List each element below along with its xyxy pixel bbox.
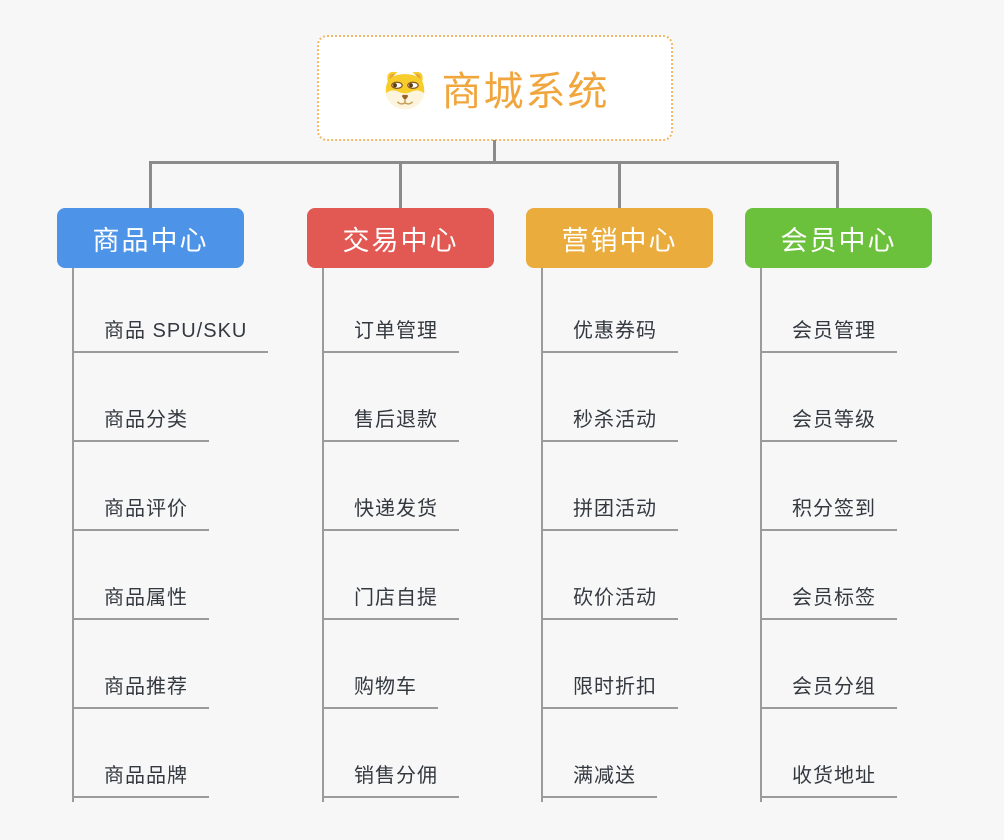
leaf-node[interactable]: 优惠券码 — [541, 268, 678, 353]
leaf-node[interactable]: 商品品牌 — [72, 709, 209, 798]
leaf-node[interactable]: 会员分组 — [760, 620, 897, 709]
branch-vertical-line — [72, 268, 74, 802]
leaf-node[interactable]: 砍价活动 — [541, 531, 678, 620]
branch-node-trade-center[interactable]: 交易中心 — [307, 208, 494, 268]
root-node[interactable]: 商城系统 — [317, 35, 673, 141]
leaf-node[interactable]: 秒杀活动 — [541, 353, 678, 442]
branch-title: 营销中心 — [561, 225, 678, 256]
branch-vertical-line — [322, 268, 324, 802]
leaf-node[interactable]: 快递发货 — [322, 442, 459, 531]
leaf-node[interactable]: 门店自提 — [322, 531, 459, 620]
leaf-node[interactable]: 会员管理 — [760, 268, 897, 353]
branch-items-member-center: 会员管理 会员等级 积分签到 会员标签 会员分组 收货地址 — [760, 268, 897, 798]
branch-title: 交易中心 — [342, 225, 459, 256]
branch-connector-stub — [618, 164, 621, 208]
leaf-node[interactable]: 商品 SPU/SKU — [72, 268, 269, 353]
leaf-node[interactable]: 拼团活动 — [541, 442, 678, 531]
leaf-node[interactable]: 销售分佣 — [322, 709, 459, 798]
leaf-node[interactable]: 购物车 — [322, 620, 438, 709]
leaf-node[interactable]: 会员等级 — [760, 353, 897, 442]
leaf-node[interactable]: 售后退款 — [322, 353, 459, 442]
leaf-node[interactable]: 限时折扣 — [541, 620, 678, 709]
branch-items-trade-center: 订单管理 售后退款 快递发货 门店自提 购物车 销售分佣 — [322, 268, 459, 798]
branch-node-marketing-center[interactable]: 营销中心 — [526, 208, 713, 268]
root-title: 商城系统 — [441, 70, 610, 114]
leaf-node[interactable]: 商品推荐 — [72, 620, 209, 709]
branch-node-product-center[interactable]: 商品中心 — [57, 208, 244, 268]
leaf-node[interactable]: 商品属性 — [72, 531, 209, 620]
branch-connector-stub — [149, 164, 152, 208]
branch-items-marketing-center: 优惠券码 秒杀活动 拼团活动 砍价活动 限时折扣 满减送 — [541, 268, 678, 798]
branch-node-member-center[interactable]: 会员中心 — [745, 208, 932, 268]
dog-face-icon — [381, 66, 429, 111]
branch-title: 商品中心 — [92, 225, 209, 256]
leaf-node[interactable]: 会员标签 — [760, 531, 897, 620]
branch-vertical-line — [541, 268, 543, 802]
leaf-node[interactable]: 商品分类 — [72, 353, 209, 442]
leaf-node[interactable]: 满减送 — [541, 709, 657, 798]
branch-vertical-line — [760, 268, 762, 802]
branch-items-product-center: 商品 SPU/SKU 商品分类 商品评价 商品属性 商品推荐 商品品牌 — [72, 268, 269, 798]
leaf-node[interactable]: 商品评价 — [72, 442, 209, 531]
leaf-node[interactable]: 收货地址 — [760, 709, 897, 798]
branch-connector-horizontal — [149, 161, 839, 164]
leaf-node[interactable]: 积分签到 — [760, 442, 897, 531]
branch-title: 会员中心 — [780, 225, 897, 256]
branch-connector-stub — [399, 164, 402, 208]
branch-connector-stub — [836, 164, 839, 208]
leaf-node[interactable]: 订单管理 — [322, 268, 459, 353]
root-connector-stub — [493, 140, 496, 162]
